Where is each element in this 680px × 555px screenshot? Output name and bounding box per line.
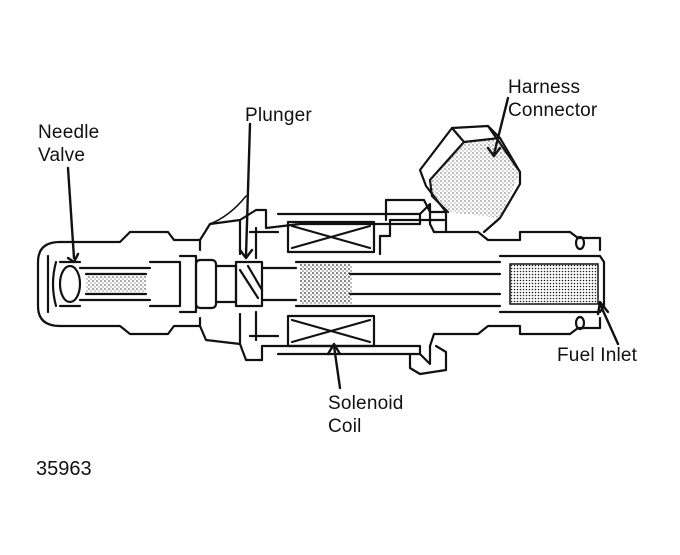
- spring-bore: [294, 260, 502, 308]
- spring-stipple: [300, 264, 352, 304]
- plunger-armature: [194, 258, 298, 310]
- label-plunger: Plunger: [245, 105, 312, 126]
- harness-stipple: [430, 138, 520, 218]
- label-needle-valve: Needle Valve: [38, 122, 100, 166]
- label-harness-connector: Harness Connector: [508, 77, 598, 121]
- injector-body: [198, 202, 572, 376]
- leader-lines: [66, 96, 620, 390]
- fuel-inlet-tube: [498, 230, 606, 336]
- solenoid-coil-windings: [286, 220, 376, 348]
- nozzle-stipple: [86, 276, 146, 292]
- label-solenoid-coil: Solenoid Coil: [328, 393, 404, 437]
- label-fuel-inlet: Fuel Inlet: [557, 345, 638, 366]
- fuel-filter-stipple: [509, 263, 599, 305]
- figure-number: 35963: [36, 458, 92, 480]
